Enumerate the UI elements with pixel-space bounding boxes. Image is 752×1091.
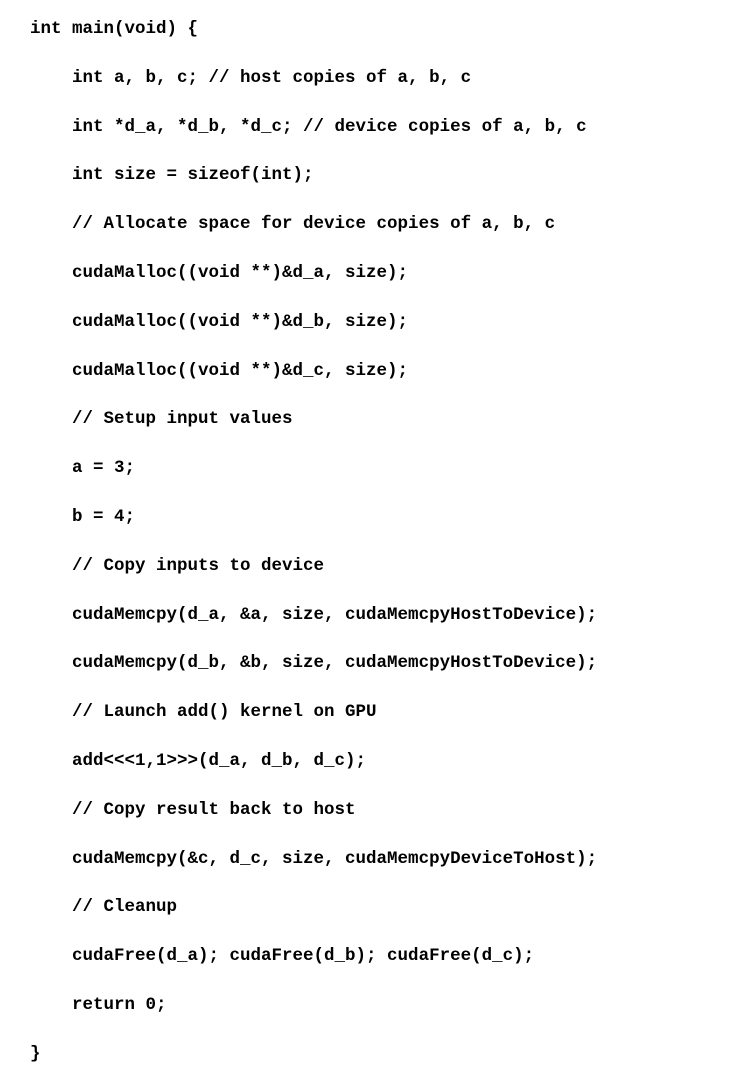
- code-line-memcpy-result: cudaMemcpy(&c, d_c, size, cudaMemcpyDevi…: [30, 848, 598, 869]
- code-line-main-signature: int main(void) {: [30, 19, 199, 39]
- code-line-malloc-a: cudaMalloc((void **)&d_a, size);: [30, 262, 409, 283]
- code-comment-copy-inputs: // Copy inputs to device: [30, 555, 325, 576]
- code-line-malloc-c: cudaMalloc((void **)&d_c, size);: [30, 360, 409, 381]
- code-line-assign-b: b = 4;: [30, 506, 136, 527]
- code-line-memcpy-a: cudaMemcpy(d_a, &a, size, cudaMemcpyHost…: [30, 604, 598, 625]
- code-comment-setup: // Setup input values: [30, 409, 293, 430]
- code-line-free: cudaFree(d_a); cudaFree(d_b); cudaFree(d…: [30, 946, 535, 967]
- code-line-malloc-b: cudaMalloc((void **)&d_b, size);: [30, 311, 409, 332]
- code-line-host-vars: int a, b, c; // host copies of a, b, c: [30, 67, 472, 88]
- code-comment-allocate: // Allocate space for device copies of a…: [30, 214, 556, 235]
- code-line-kernel-launch: add<<<1,1>>>(d_a, d_b, d_c);: [30, 750, 367, 771]
- code-comment-launch: // Launch add() kernel on GPU: [30, 702, 377, 723]
- code-line-memcpy-b: cudaMemcpy(d_b, &b, size, cudaMemcpyHost…: [30, 653, 598, 674]
- code-comment-cleanup: // Cleanup: [30, 897, 178, 918]
- code-line-assign-a: a = 3;: [30, 458, 136, 479]
- code-line-return: return 0;: [30, 994, 167, 1015]
- code-line-size: int size = sizeof(int);: [30, 165, 314, 186]
- code-comment-copy-result: // Copy result back to host: [30, 799, 356, 820]
- code-line-device-vars: int *d_a, *d_b, *d_c; // device copies o…: [30, 116, 587, 137]
- code-line-close-brace: }: [30, 1043, 41, 1064]
- code-listing: int main(void) { int a, b, c; // host co…: [30, 17, 597, 1091]
